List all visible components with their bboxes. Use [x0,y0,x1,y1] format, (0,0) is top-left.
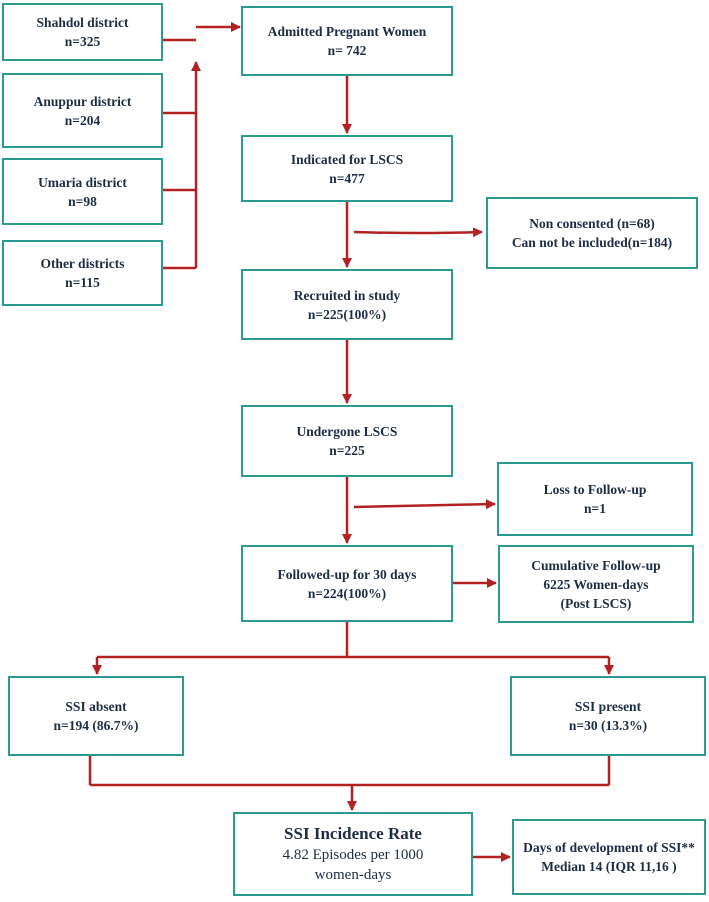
district-box-anuppur: Anuppur district n=204 [2,73,163,148]
ssi-present-box: SSI present n=30 (13.3%) [510,676,706,756]
recruited-count: n=225(100%) [307,306,387,322]
arrow-to-loss [353,499,496,510]
ssi-absent-title: SSI absent [65,699,127,714]
development-box: Days of development of SSI** Median 14 (… [512,819,706,895]
district-box-shahdol: Shahdol district n=325 [2,3,163,61]
arrow-to-excluded [353,227,483,238]
district-count: n=204 [64,112,101,128]
cumulative-line1: Cumulative Follow-up [531,557,661,573]
indicated-count: n=477 [329,170,365,186]
loss-count: n=1 [584,501,606,516]
excluded-line1: Non consented (n=68) [529,216,655,231]
district-count: n=98 [68,193,97,209]
loss-title: Loss to Follow-up [543,482,647,497]
ssi-present-title: SSI present [574,699,642,714]
district-count: n=115 [65,275,100,290]
admitted-box: Admitted Pregnant Women n= 742 [241,6,453,76]
ssi-absent-box: SSI absent n=194 (86.7%) [8,676,184,756]
district-name: Shahdol district [36,15,129,30]
ssi-present-count: n=30 (13.3%) [568,718,648,733]
indicated-box: Indicated for LSCS n=477 [241,135,453,202]
incidence-box: SSI Incidence Rate 4.82 Episodes per 100… [233,812,473,896]
followed-title: Followed-up for 30 days [277,566,417,582]
indicated-title: Indicated for LSCS [290,151,404,167]
undergone-count: n=225 [329,443,365,458]
incidence-line2: women-days [314,867,392,883]
district-name: Anuppur district [33,93,132,109]
excluded-line2: Can not be included(n=184) [511,235,673,250]
admitted-count: n= 742 [327,43,367,58]
district-box-other: Other districts n=115 [2,240,163,306]
district-name: Other districts [40,256,125,271]
cumulative-line2: 6225 Women-days [543,576,649,592]
incidence-title: SSI Incidence Rate [284,824,422,843]
excluded-box: Non consented (n=68) Can not be included… [486,197,698,269]
cumulative-line3: (Post LSCS) [560,595,632,611]
district-box-umaria: Umaria district n=98 [2,158,163,225]
development-line2: Median 14 (IQR 11,16 ) [541,859,677,874]
followed-count: n=224(100%) [307,585,387,601]
cumulative-box: Cumulative Follow-up 6225 Women-days (Po… [498,545,694,623]
district-name: Umaria district [38,174,127,190]
incidence-line1: 4.82 Episodes per 1000 [282,847,424,863]
admitted-title: Admitted Pregnant Women [267,24,427,39]
recruited-box: Recruited in study n=225(100%) [241,269,453,340]
undergone-box: Undergone LSCS n=225 [241,405,453,477]
recruited-title: Recruited in study [293,287,401,303]
district-count: n=325 [64,34,101,49]
undergone-title: Undergone LSCS [296,424,398,439]
ssi-absent-count: n=194 (86.7%) [53,718,139,733]
development-line1: Days of development of SSI** [523,840,695,855]
loss-box: Loss to Follow-up n=1 [497,462,693,536]
followed-box: Followed-up for 30 days n=224(100%) [241,545,453,622]
